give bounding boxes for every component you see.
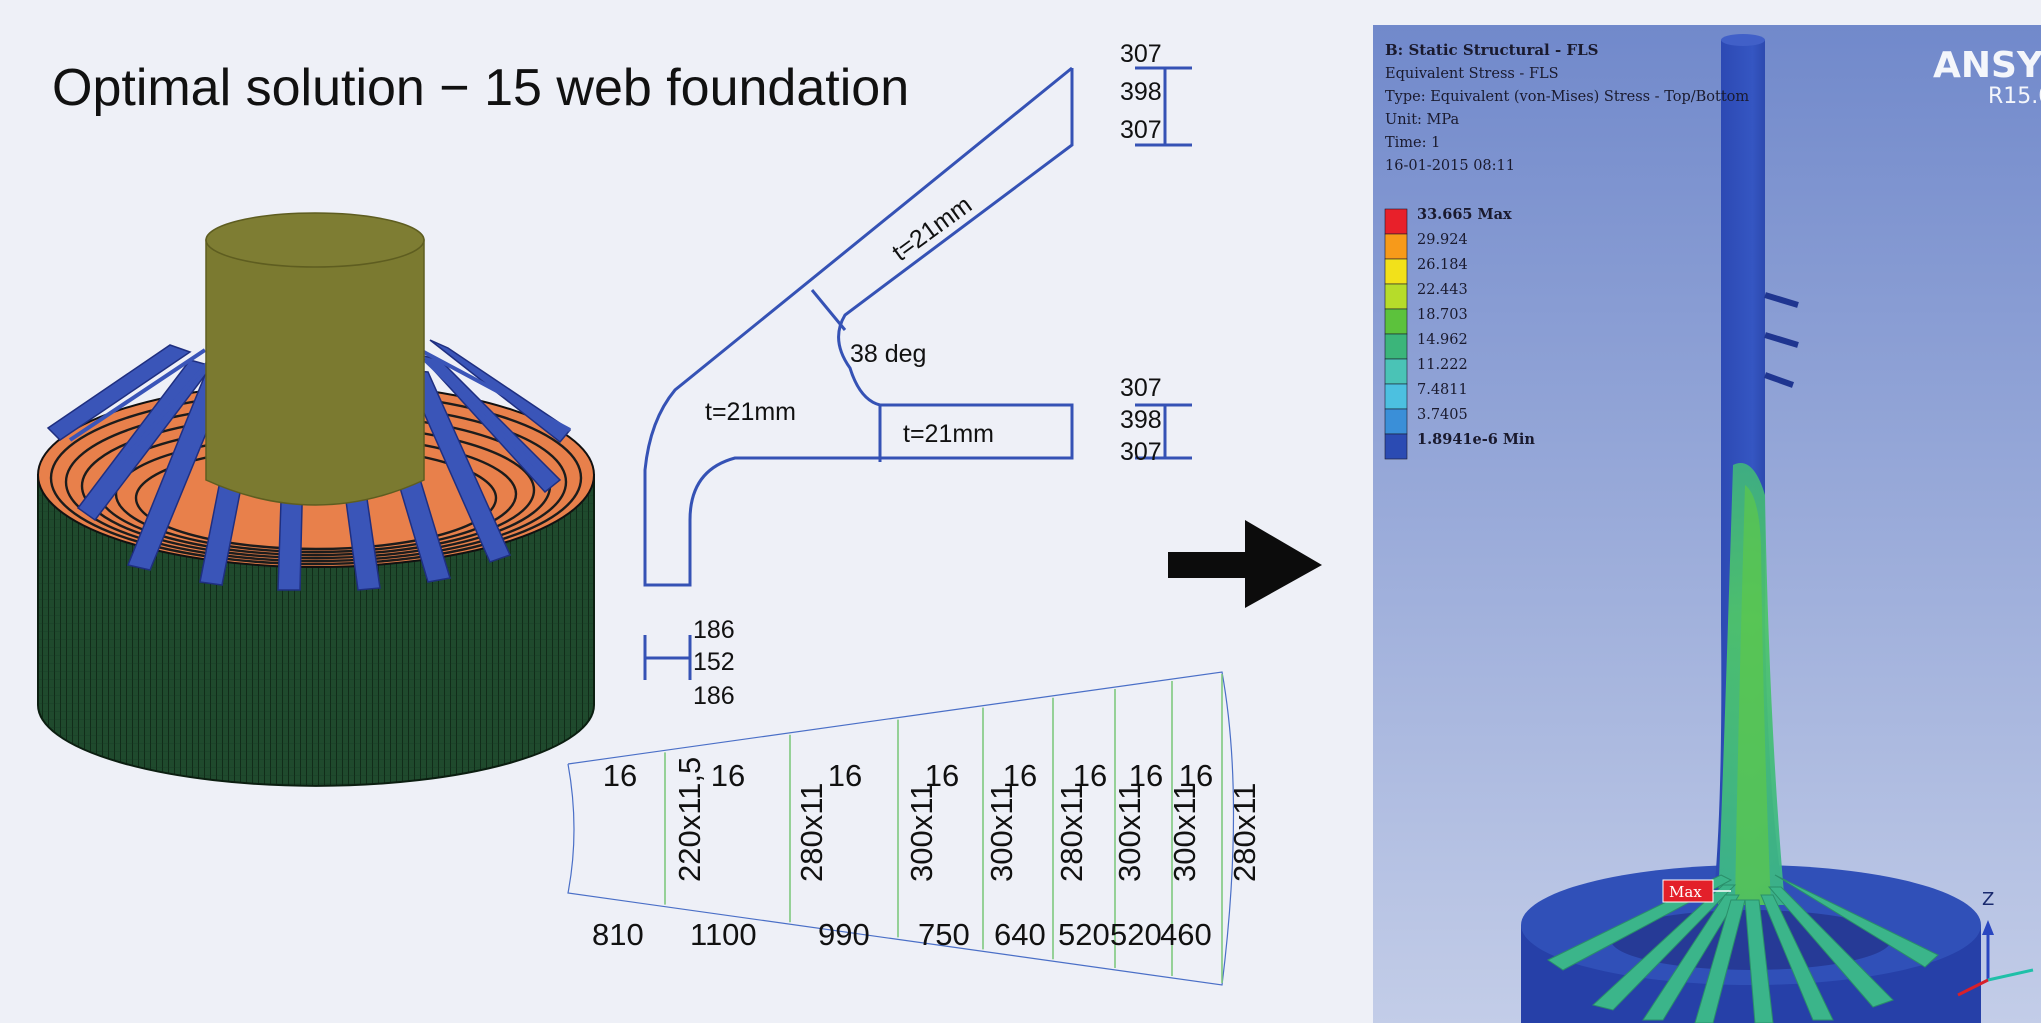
fea-max-label: Max (1669, 883, 1702, 901)
foundation-3d-model (37, 212, 595, 787)
web-thickness: 16 (603, 758, 637, 793)
web-plan-dividers (664, 674, 1223, 983)
web-thickness: 16 (1129, 758, 1163, 793)
section-outline (643, 66, 1074, 587)
web-thickness: 16 (711, 758, 745, 793)
fea-header-line: 16-01-2015 08:11 (1385, 158, 1515, 174)
fea-header: B: Static Structural - FLS Equivalent Str… (1385, 41, 1749, 174)
legend-swatch (1384, 358, 1408, 385)
legend-value: 22.443 (1417, 282, 1468, 298)
web-plate-size: 280x11 (794, 783, 829, 882)
tower-stem (205, 239, 425, 506)
legend-value: 1.8941e-6 Min (1417, 431, 1535, 448)
ansys-version: R15.0 (1988, 84, 2041, 109)
legend-swatch (1384, 283, 1408, 310)
web-length: 750 (918, 917, 970, 952)
web-plate-size: 300x11 (1167, 783, 1202, 882)
dim-top-1: 307 (1120, 40, 1162, 68)
legend-value: 29.924 (1417, 232, 1468, 248)
legend-swatch (1384, 333, 1408, 360)
dim-flange-3: 186 (693, 682, 735, 710)
legend-swatch (1384, 208, 1408, 235)
web-plate-size: 280x11 (1054, 783, 1089, 882)
dim-mid-3: 307 (1120, 438, 1162, 466)
fea-header-line: Unit: MPa (1385, 112, 1459, 128)
dim-flange-1: 186 (693, 616, 735, 644)
web-length: 520 (1058, 917, 1110, 952)
tower-stem-top (205, 212, 425, 268)
arrow-right-icon (1168, 520, 1322, 608)
web-section-drawing: 307 398 307 307 398 307 186 152 186 t=21… (567, 40, 1262, 986)
fea-viewport: Max B: Static Structural - FLS Equivalent… (1373, 25, 2041, 1023)
axis-z-label: Z (1982, 889, 1994, 910)
legend-swatch (1384, 258, 1408, 285)
legend-value: 18.703 (1417, 307, 1468, 323)
legend-swatch (1384, 408, 1408, 435)
legend-value: 7.4811 (1417, 382, 1468, 398)
thickness-left: t=21mm (705, 398, 796, 426)
dim-flange-2: 152 (693, 648, 735, 676)
axis-triad-icon: Z (1957, 889, 2034, 997)
web-plate-size: 300x11 (984, 783, 1019, 882)
web-thickness: 16 (828, 758, 862, 793)
web-plate-size: 220x11,5 (672, 757, 707, 882)
legend-value: 11.222 (1417, 357, 1468, 373)
web-plate-size: 300x11 (904, 783, 939, 882)
legend-swatch (1384, 308, 1408, 335)
web-top-edges (68, 348, 571, 472)
thickness-lower: t=21mm (903, 420, 994, 448)
web-plan (567, 671, 1235, 986)
legend-swatch (1384, 433, 1408, 460)
legend-value: 26.184 (1417, 257, 1468, 273)
web-length: 990 (818, 917, 870, 952)
fea-header-line: Equivalent Stress - FLS (1385, 66, 1559, 82)
slide-title: Optimal solution − 15 web foundation (52, 59, 910, 117)
web-length: 810 (592, 917, 644, 952)
fea-header-line: B: Static Structural - FLS (1385, 41, 1598, 59)
fea-header-line: Time: 1 (1385, 135, 1440, 151)
dim-mid-2: 398 (1120, 406, 1162, 434)
web-plate-size: 300x11 (1112, 783, 1147, 882)
dim-mid-1: 307 (1120, 374, 1162, 402)
web-plate-size: 280x11 (1227, 783, 1262, 882)
legend-swatch (1384, 233, 1408, 260)
web-thickness: 16 (1073, 758, 1107, 793)
web-thickness: 16 (1003, 758, 1037, 793)
web-plan-outline (567, 671, 1235, 986)
web-thickness: 16 (925, 758, 959, 793)
legend-value: 14.962 (1417, 332, 1468, 348)
web-length: 520 (1110, 917, 1162, 952)
legend-swatch (1384, 383, 1408, 410)
fea-header-line: Type: Equivalent (von-Mises) Stress - To… (1385, 89, 1749, 105)
dim-top-2: 398 (1120, 78, 1162, 106)
web-length: 460 (1160, 917, 1212, 952)
angle-label: 38 deg (850, 340, 926, 368)
web-length: 1100 (690, 917, 757, 952)
legend-value: 33.665 Max (1417, 206, 1512, 223)
fea-legend: 33.665 Max 29.924 26.184 22.443 18.703 14.962… (1384, 206, 1535, 460)
legend-value: 3.7405 (1417, 407, 1468, 423)
fea-result-panel: Max B: Static Structural - FLS Equivalent… (1373, 25, 2041, 1023)
web-length: 640 (994, 917, 1046, 952)
web-thickness: 16 (1179, 758, 1213, 793)
dim-top-3: 307 (1120, 116, 1162, 144)
ansys-logo: ANSYS (1933, 45, 2041, 86)
